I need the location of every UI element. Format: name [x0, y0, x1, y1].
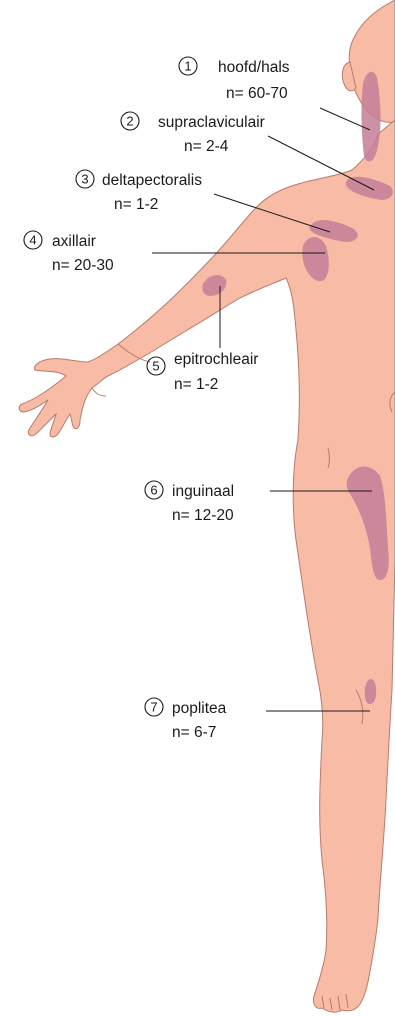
label-axillair: 4 axillair n= 20-30 [24, 231, 114, 274]
label-deltapectoralis: 3 deltapectoralis n= 1-2 [76, 170, 202, 213]
label-hoofd-hals: 1 hoofd/hals n= 60-70 [179, 57, 290, 102]
torso-arm-leg-shape [19, 120, 395, 1012]
label-inguinaal: 6 inguinaal n= 12-20 [145, 481, 234, 524]
region-name: deltapectoralis [102, 172, 202, 189]
region-count: n= 60-70 [226, 85, 288, 102]
label-poplitea: 7 poplitea n= 6-7 [145, 698, 227, 741]
label-supraclaviculair: 2 supraclaviculair n= 2-4 [121, 112, 265, 155]
label-epitrochleair: 5 epitrochleair n= 1-2 [147, 351, 258, 393]
region-name: hoofd/hals [218, 59, 290, 76]
wrist-crease [92, 388, 106, 396]
region-number: 7 [150, 700, 157, 715]
region-count: n= 1-2 [114, 196, 158, 213]
region-count: n= 2-4 [184, 138, 229, 155]
region-name: epitrochleair [174, 351, 258, 368]
region-number: 5 [152, 359, 159, 374]
region-number: 4 [29, 233, 36, 248]
region-name: axillair [52, 233, 96, 250]
region-number: 2 [126, 114, 133, 129]
region-count: n= 6-7 [172, 724, 216, 741]
region-name: supraclaviculair [158, 114, 265, 131]
region-number: 6 [150, 483, 157, 498]
region-count: n= 1-2 [174, 376, 218, 393]
region-count: n= 20-30 [52, 257, 114, 274]
region-name: inguinaal [172, 483, 234, 500]
region-name: poplitea [172, 700, 227, 717]
region-number: 3 [81, 172, 88, 187]
region-number: 1 [184, 59, 191, 74]
region-count: n= 12-20 [172, 507, 234, 524]
